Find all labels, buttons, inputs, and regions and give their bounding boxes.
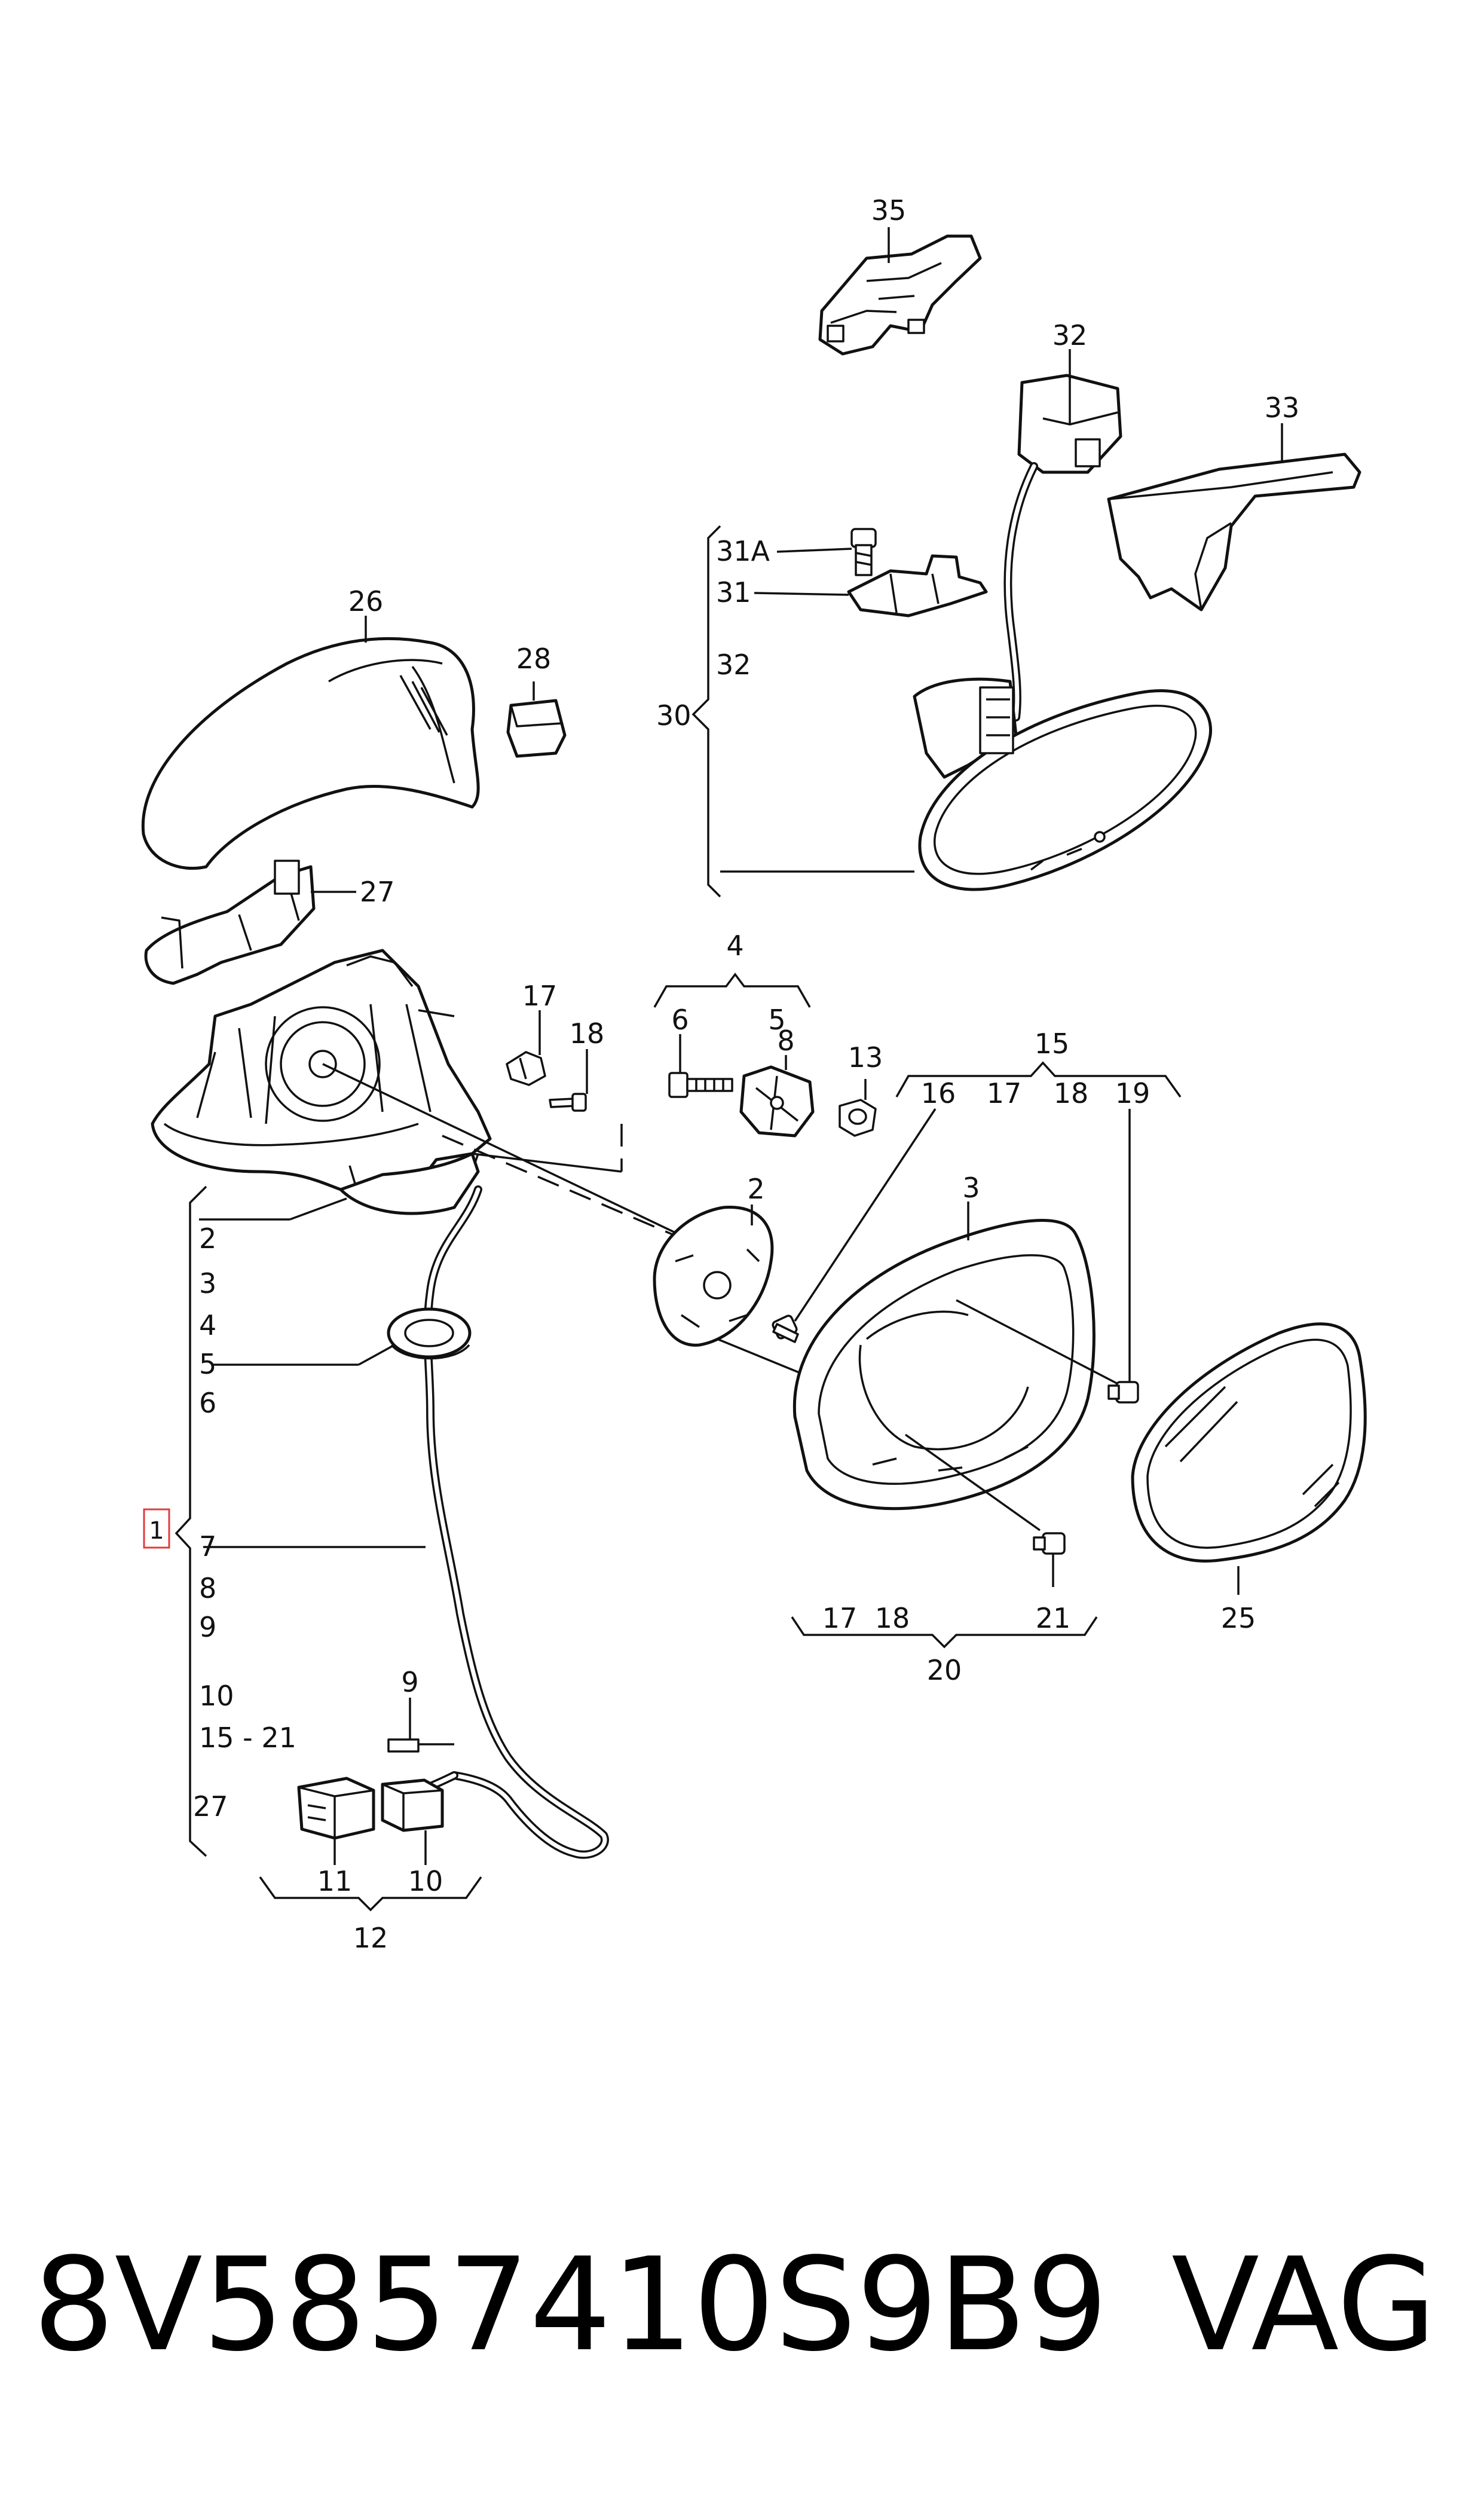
part-25-mirror-glass: [1131, 1322, 1367, 1563]
part-7-wiring-harness: [396, 1185, 609, 1859]
label-b15-21: 15 - 21: [199, 1722, 296, 1754]
bracket-30: [691, 525, 721, 898]
label-18b: 18: [1054, 1077, 1089, 1109]
label-18c: 18: [875, 1602, 910, 1634]
label-15: 15: [1035, 1028, 1070, 1060]
label-b5: 5: [199, 1348, 216, 1380]
part-27-turn-signal-lamp: [144, 860, 316, 985]
part-11-connector: [297, 1777, 375, 1840]
part-5-grommet: [387, 1307, 472, 1360]
bracket-4: [653, 973, 811, 1008]
leader-b5-diag: [358, 1344, 395, 1366]
label-21: 21: [1036, 1602, 1071, 1634]
label-20: 20: [927, 1654, 962, 1686]
label-b10: 10: [199, 1680, 234, 1712]
label-b3: 3: [199, 1267, 216, 1300]
highlight-box-1: [143, 1508, 170, 1549]
label-30: 30: [656, 699, 691, 732]
label-b9: 9: [199, 1611, 216, 1643]
label-16: 16: [921, 1077, 956, 1109]
label-9: 9: [401, 1666, 418, 1698]
label-28: 28: [516, 643, 552, 675]
label-25: 25: [1221, 1602, 1256, 1634]
label-35: 35: [871, 194, 907, 227]
mirror-housing-assembly: [151, 949, 492, 1215]
part-31-clip: [847, 554, 988, 617]
label-3-top: 3: [962, 1172, 980, 1204]
part-33-trim-strip: [1107, 453, 1361, 612]
axis-3-19: [956, 1299, 1124, 1388]
axis-line-housing: [322, 1063, 736, 1262]
label-b27: 27: [193, 1790, 228, 1823]
axis-3-21: [904, 1433, 1041, 1531]
part-21-screw: [1033, 1532, 1066, 1555]
part-31a-screw: [850, 528, 877, 576]
label-17a: 17: [522, 980, 558, 1012]
footer-brand: VAG: [1171, 2230, 1436, 2380]
label-11: 11: [317, 1865, 353, 1897]
bracket-12: [259, 1876, 482, 1912]
label-31: 31: [716, 576, 751, 609]
label-b8: 8: [199, 1572, 216, 1604]
lead-6-housing: [472, 1152, 622, 1173]
label-19: 19: [1115, 1077, 1151, 1109]
part-16-screw: [772, 1314, 799, 1343]
bracket-20: [791, 1616, 1098, 1649]
part-9-terminal: [387, 1738, 454, 1753]
part-30-turn-signal-assembly: [913, 677, 1213, 891]
label-27-top: 27: [360, 876, 395, 908]
label-13: 13: [848, 1041, 883, 1074]
label-17c: 17: [822, 1602, 858, 1634]
part-2-adjustment-disc: [653, 1206, 774, 1347]
part-10-connector: [381, 1778, 444, 1832]
label-1: 1: [149, 1517, 164, 1545]
label-b6: 6: [199, 1387, 216, 1419]
part-19-screw: [1107, 1381, 1139, 1404]
label-12: 12: [353, 1922, 388, 1954]
label-17b: 17: [987, 1077, 1022, 1109]
label-32-top: 32: [1052, 319, 1088, 351]
label-33: 33: [1265, 392, 1300, 424]
label-18a: 18: [570, 1017, 605, 1050]
leader-16: [794, 1108, 937, 1322]
part-28-cap: [506, 699, 567, 758]
footer-part-number: 8V5857410S9B9: [33, 2230, 1108, 2380]
part-32-connector-cable: [1003, 374, 1122, 722]
part-26-mirror-cap: [141, 637, 480, 870]
bracket-1: [175, 1185, 207, 1857]
part-17-clip-small: [506, 1051, 546, 1086]
leader-b2-diag: [289, 1197, 347, 1221]
part-3-glass-frame: [793, 1219, 1096, 1511]
bracket-15: [895, 1061, 1182, 1098]
part-35-bracket: [818, 234, 982, 356]
label-b7: 7: [199, 1530, 216, 1563]
label-2-top: 2: [747, 1173, 764, 1205]
label-32-list: 32: [716, 649, 751, 681]
label-b4: 4: [199, 1309, 216, 1341]
label-6: 6: [671, 1004, 689, 1036]
label-b2: 2: [199, 1222, 216, 1255]
label-31a: 31A: [716, 535, 770, 567]
leader-31a: [776, 548, 852, 553]
label-10: 10: [408, 1865, 443, 1897]
label-26: 26: [348, 585, 384, 617]
label-5-top: 5: [768, 1004, 785, 1036]
part-8-plate: [739, 1065, 815, 1138]
leader-31: [754, 592, 849, 596]
label-8: 8: [777, 1025, 794, 1057]
label-4: 4: [726, 930, 743, 962]
part-18-screw-small: [549, 1093, 587, 1112]
part-13-nut: [839, 1099, 877, 1137]
part-6-bolt: [668, 1072, 733, 1098]
